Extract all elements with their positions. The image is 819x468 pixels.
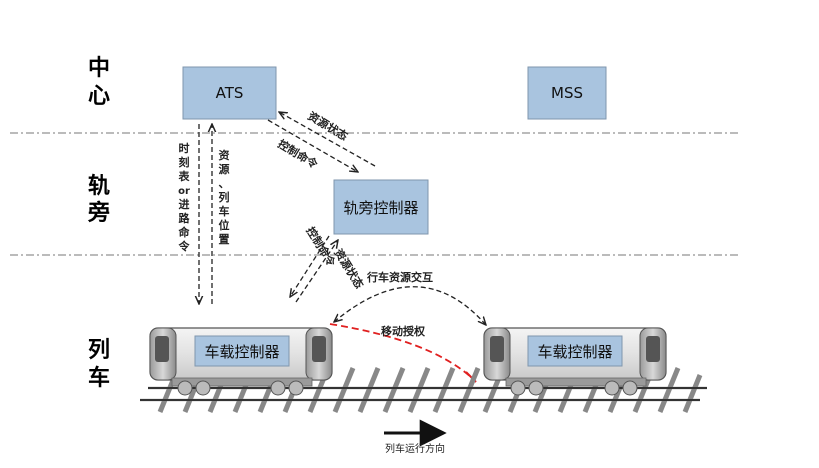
ats-box[interactable]: ATS <box>182 66 277 120</box>
svg-text:进: 进 <box>179 197 190 211</box>
label-train-resource-exchange: 行车资源交互 <box>366 270 433 284</box>
onboard-controller-left-box[interactable] <box>194 335 290 367</box>
svg-text:刻: 刻 <box>179 155 190 169</box>
label-resource-status-top: 资源状态 <box>305 109 350 144</box>
onboard-controller-left-label: 车载控制器 <box>204 343 279 361</box>
train-left: 车载控制器 <box>149 327 333 396</box>
onboard-controller-right-box[interactable] <box>527 335 623 367</box>
zone-center-char1: 中 <box>88 56 110 81</box>
zone-center-char2: 心 <box>88 84 110 109</box>
trackside-controller-box[interactable]: 轨旁控制器 <box>333 179 429 235</box>
direction-label: 列车运行方向 <box>385 442 445 455</box>
arrow-movement-authority <box>329 323 473 379</box>
onboard-controller-right-label: 车载控制器 <box>537 343 612 361</box>
label-movement-authority: 移动授权 <box>381 324 426 338</box>
svg-text:源: 源 <box>219 162 230 176</box>
arrow-resource-status-to-ats <box>279 112 376 167</box>
zone-train-char1: 列 <box>88 338 110 363</box>
svg-text:列: 列 <box>219 190 230 204</box>
label-resource-train-position: 资 源 、 列 车 位 置 <box>219 148 230 246</box>
svg-text:、: 、 <box>219 177 230 190</box>
arrow-control-cmd-to-train <box>290 235 330 297</box>
trackside-controller-label: 轨旁控制器 <box>343 199 418 217</box>
svg-text:位: 位 <box>219 218 230 232</box>
svg-text:表: 表 <box>178 169 191 183</box>
arrow-control-cmd-to-trackside <box>267 119 358 172</box>
svg-text:时: 时 <box>179 141 190 155</box>
label-control-cmd-top: 控制命令 <box>275 137 321 172</box>
arrow-resource-status-to-trackside <box>295 240 338 303</box>
svg-text:or: or <box>178 186 190 197</box>
zone-trackside-char1: 轨 <box>88 173 110 199</box>
zone-trackside-char2: 旁 <box>87 200 110 226</box>
arrow-train-resource-exchange <box>334 286 486 325</box>
train-right: 车载控制器 <box>483 327 667 396</box>
label-resource-status-mid: 资源状态 <box>331 246 366 291</box>
label-timetable-route: 时 刻 表 or 进 路 命 令 <box>178 141 191 253</box>
svg-text:路: 路 <box>179 211 191 225</box>
svg-text:车: 车 <box>219 204 230 218</box>
svg-text:令: 令 <box>178 239 191 253</box>
mss-label: MSS <box>551 84 583 102</box>
zone-train-char2: 车 <box>88 365 110 391</box>
svg-text:置: 置 <box>219 233 230 246</box>
ats-label: ATS <box>216 84 244 102</box>
svg-text:命: 命 <box>178 225 191 239</box>
mss-box[interactable]: MSS <box>527 66 607 120</box>
svg-text:资: 资 <box>219 148 230 162</box>
